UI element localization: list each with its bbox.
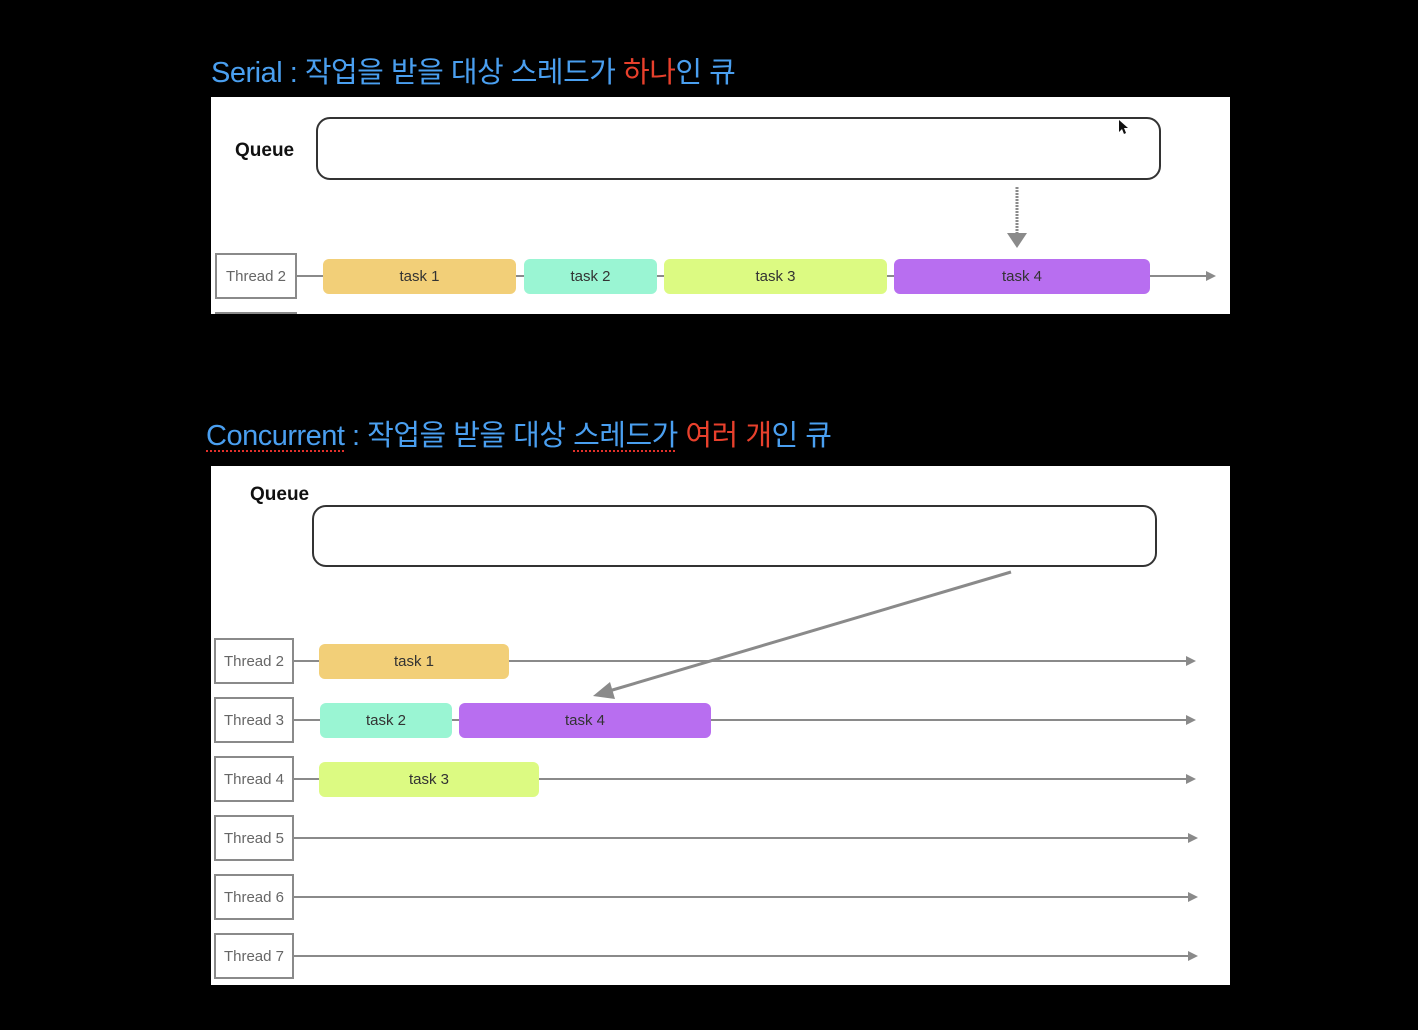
concurrent-heading-highlight-2: 개 bbox=[745, 420, 772, 452]
queue-box bbox=[316, 117, 1161, 180]
dispatch-arrow-icon bbox=[593, 570, 1012, 699]
serial-heading-prefix: Serial : 작업을 받을 대상 스레드가 bbox=[211, 57, 624, 89]
serial-diagram: Queue Thread 2 task 1 task 2 task 3 task… bbox=[211, 97, 1230, 314]
concurrent-heading-sep: : 작업을 받을 대상 bbox=[344, 420, 574, 452]
thread-timeline bbox=[294, 837, 1189, 839]
serial-heading: Serial : 작업을 받을 대상 스레드가 하나인 큐 bbox=[211, 49, 736, 91]
timeline-arrow-icon bbox=[1206, 271, 1216, 281]
thread-label: Thread 7 bbox=[214, 933, 294, 979]
queue-box bbox=[312, 505, 1157, 567]
thread-label: Thread 3 bbox=[214, 697, 294, 743]
serial-heading-highlight: 하나 bbox=[623, 57, 676, 89]
thread-label: Thread 5 bbox=[214, 815, 294, 861]
task-1: task 1 bbox=[319, 644, 509, 679]
thread-timeline bbox=[294, 660, 1187, 662]
thread-timeline bbox=[294, 955, 1189, 957]
task-4: task 4 bbox=[459, 703, 711, 738]
timeline-arrow-icon bbox=[1186, 656, 1196, 666]
timeline-arrow-icon bbox=[1186, 715, 1196, 725]
concurrent-heading-word: Concurrent bbox=[206, 420, 345, 452]
serial-heading-suffix: 인 큐 bbox=[675, 57, 736, 89]
task-3: task 3 bbox=[664, 259, 887, 294]
thread-timeline bbox=[294, 896, 1189, 898]
timeline-arrow-icon bbox=[1188, 833, 1198, 843]
queue-label: Queue bbox=[235, 140, 295, 161]
timeline-arrow-icon bbox=[1186, 774, 1196, 784]
thread-label: Thread 4 bbox=[214, 756, 294, 802]
concurrent-heading: Concurrent : 작업을 받을 대상 스레드가 여러 개인 큐 bbox=[206, 412, 832, 454]
timeline-arrow-icon bbox=[1188, 892, 1198, 902]
concurrent-heading-thread-word: 스레드가 bbox=[573, 420, 678, 452]
concurrent-heading-highlight-1: 여러 bbox=[685, 420, 738, 452]
queue-label: Queue bbox=[250, 484, 310, 505]
thread-label-partial bbox=[215, 312, 297, 314]
task-3: task 3 bbox=[319, 762, 539, 797]
task-2: task 2 bbox=[524, 259, 657, 294]
concurrent-diagram: Queue Thread 2 Thread 3 Thread 4 Thread … bbox=[211, 466, 1230, 985]
thread-label: Thread 6 bbox=[214, 874, 294, 920]
thread-label: Thread 2 bbox=[214, 638, 294, 684]
mouse-cursor-icon bbox=[1119, 120, 1128, 134]
task-1: task 1 bbox=[323, 259, 516, 294]
thread-label: Thread 2 bbox=[215, 253, 297, 299]
task-2: task 2 bbox=[320, 703, 452, 738]
timeline-arrow-icon bbox=[1188, 951, 1198, 961]
thread-timeline bbox=[294, 778, 1187, 780]
concurrent-heading-suffix: 인 큐 bbox=[771, 420, 832, 452]
dispatch-arrow-icon bbox=[1007, 187, 1027, 248]
thread-timeline bbox=[294, 719, 1187, 721]
task-4: task 4 bbox=[894, 259, 1150, 294]
